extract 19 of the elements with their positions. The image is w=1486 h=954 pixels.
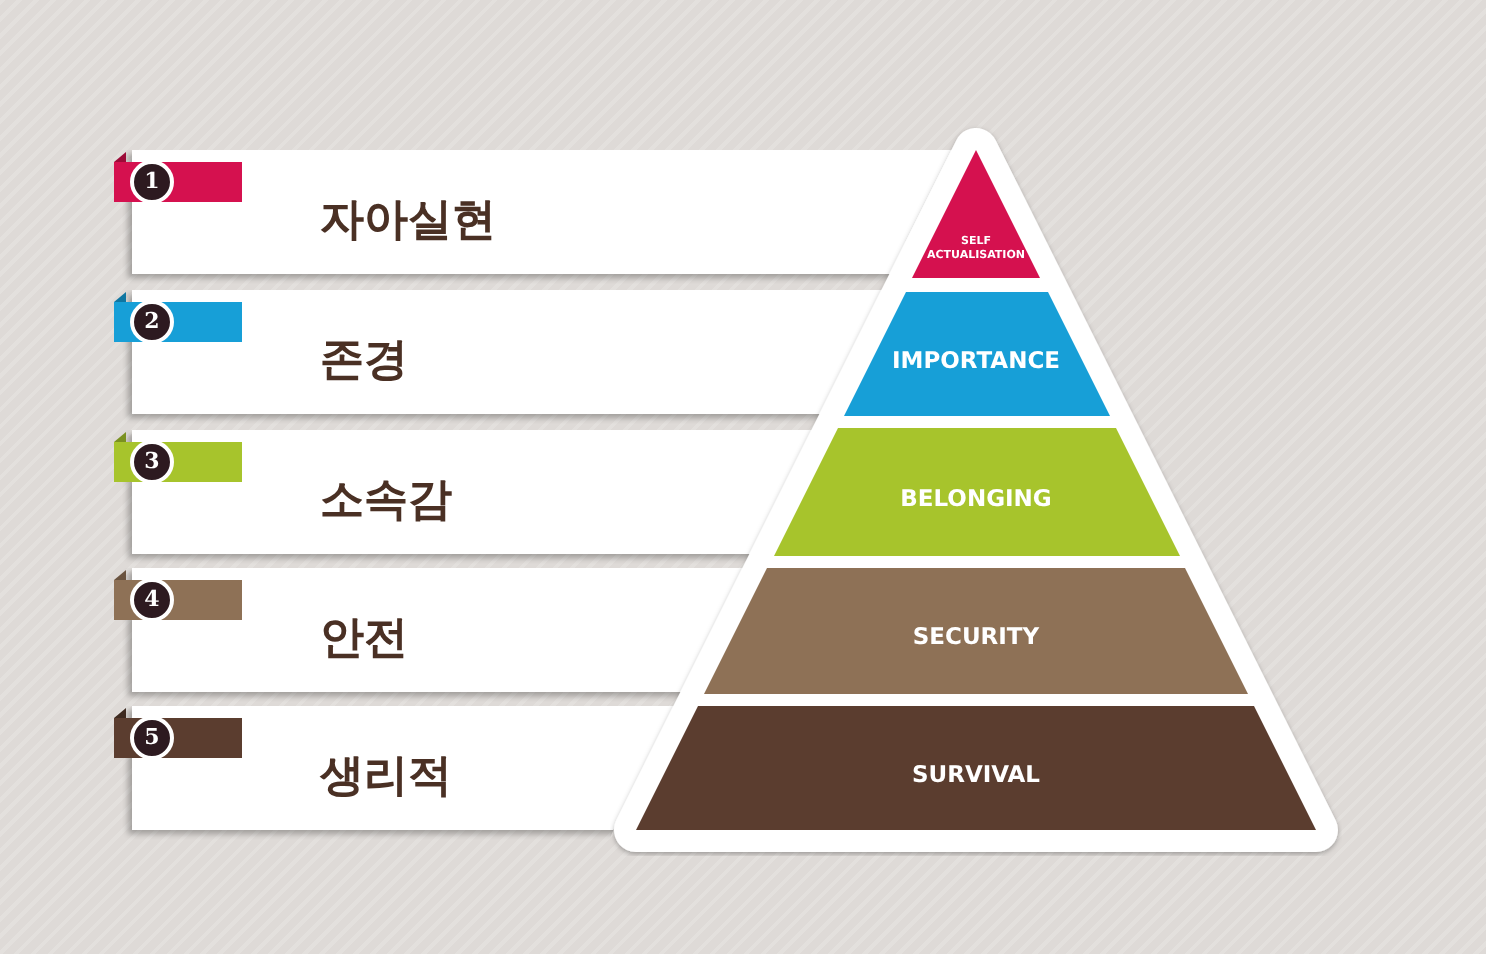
tier-label: IMPORTANCE [889,345,1063,375]
ribbon-tab [114,570,242,622]
need-label: 존경 [320,334,408,390]
ribbon-tab [114,708,242,760]
ribbon-tab [114,152,242,204]
pyramid-tier [704,568,1248,694]
need-label: 소속감 [320,474,452,530]
tier-label: SURVIVAL [909,759,1042,789]
need-label: 안전 [320,612,408,668]
tier-label: SECURITY [910,622,1042,652]
ribbon-tab [114,292,242,344]
ribbon-tab [114,432,242,484]
need-label: 생리적 [320,750,452,806]
pyramid-tier [636,706,1316,830]
pyramid-tier [773,428,1179,556]
need-label: 자아실현 [320,194,496,250]
tier-label: BELONGING [898,483,1054,513]
pyramid-tier [843,292,1109,416]
pyramid-tier [912,150,1040,278]
